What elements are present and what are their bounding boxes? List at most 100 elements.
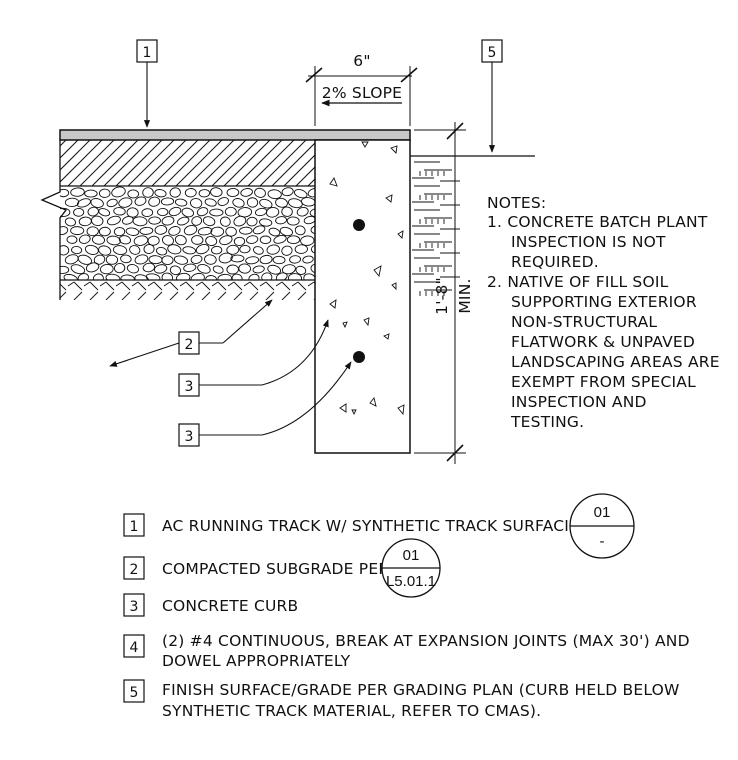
aggregate-stone [169, 187, 181, 198]
hatch-line [233, 291, 243, 300]
aggregate-stone [303, 215, 315, 225]
aggregate-stone [226, 264, 239, 275]
hatch-line [169, 281, 179, 291]
aggregate-stone [60, 245, 70, 256]
aggregate-stone [154, 225, 168, 235]
aggregate-stone [70, 226, 85, 236]
hatch-line [185, 281, 195, 291]
aggregate-stone [217, 273, 232, 280]
aggregate-stone [145, 273, 161, 280]
hatch-line [73, 291, 83, 300]
aggregate-stone [98, 226, 111, 237]
aggregate-stone [259, 198, 273, 209]
hatch-line [60, 140, 79, 159]
hatch-line [121, 291, 131, 300]
hatch-line [307, 281, 315, 287]
callout-3-lower: 3 [178, 361, 352, 447]
aggregate-stone [161, 272, 174, 280]
aggregate-stone [261, 272, 273, 280]
note-line: REQUIRED. [511, 253, 599, 271]
hatch-line [163, 281, 171, 287]
aggregate-stone [148, 196, 161, 207]
aggregate-stone [106, 198, 118, 208]
hatch-line [103, 140, 151, 186]
aggregate-stone [202, 216, 216, 227]
legend-text: COMPACTED SUBGRADE PER [162, 560, 389, 578]
aggregate-stone [310, 244, 315, 254]
aggregate-stone [71, 245, 83, 255]
hatch-line [217, 291, 227, 300]
hatch-line [175, 140, 223, 186]
hatch-line [83, 281, 91, 287]
hatch-line [201, 281, 211, 291]
aggregate-stone [143, 244, 155, 254]
aggregate-stone [86, 226, 99, 237]
hatch-line [265, 291, 275, 300]
aggregate-stone [113, 207, 126, 216]
aggregate-stone [300, 235, 315, 246]
hatch-line [115, 281, 123, 287]
note-line: 2. NATIVE OF FILL SOIL [487, 273, 669, 291]
aggregate-stone [272, 255, 286, 265]
aggregate-stone [106, 235, 121, 246]
hatch-line [249, 291, 259, 300]
aggregate-stone [279, 226, 293, 237]
aggregate-stone [239, 244, 251, 254]
hatch-line [211, 140, 259, 186]
note-line: SUPPORTING EXTERIOR [511, 293, 697, 311]
aggregate-stone [91, 215, 104, 227]
aggregate-stone [233, 215, 247, 227]
aggregate-stone [205, 236, 218, 246]
detail-ref-sheet: L5.01.1 [386, 573, 436, 590]
aggregate-stone [66, 235, 78, 244]
aggregate-stone [183, 263, 197, 272]
aggregate-stone [134, 254, 149, 265]
legend-item-2: 2 COMPACTED SUBGRADE PER [123, 556, 389, 580]
aggregate-stone [226, 244, 240, 255]
aggregate-stone [254, 207, 268, 217]
hatch-line [121, 281, 131, 291]
aggregate-stone [254, 187, 266, 198]
aggregate-stone [266, 244, 280, 255]
aggregate-stone [78, 216, 92, 227]
note-line: TESTING. [510, 413, 584, 431]
hatch-line [199, 140, 247, 186]
hatch-line [169, 291, 179, 300]
note-line: NON-STRUCTURAL [511, 313, 657, 331]
hatch-line [201, 291, 211, 300]
aggregate-stone [91, 234, 105, 245]
aggregate-stone [60, 226, 69, 236]
slope-label: 2% SLOPE [322, 84, 402, 102]
hatch-line [265, 281, 275, 291]
aggregate-stone [307, 188, 315, 198]
break-line [40, 140, 68, 300]
hatch-line [105, 291, 115, 300]
hatch-line [89, 291, 99, 300]
aggregate-stone [60, 188, 70, 198]
aggregate-stone [73, 208, 85, 217]
hatch-line [60, 291, 67, 299]
concrete-curb [314, 139, 411, 454]
note-line: LANDSCAPING AREAS ARE [511, 353, 720, 371]
aggregate-base-layer [60, 186, 315, 281]
aggregate-stone [237, 207, 253, 218]
hatch-line [297, 281, 307, 291]
aggregate-stone [106, 215, 121, 226]
hatch-line [60, 283, 67, 291]
callout-3-lower-number: 3 [185, 429, 194, 445]
aggregate-stone [105, 273, 121, 280]
hatch-line [91, 140, 139, 186]
hatch-line [259, 281, 267, 287]
hatch-line [195, 281, 203, 287]
aggregate-stone [252, 265, 265, 274]
aggregate-stone [76, 198, 91, 208]
legend-text: DOWEL APPROPRIATELY [162, 652, 351, 670]
aggregate-stone [113, 227, 126, 237]
aggregate-stone [70, 264, 86, 275]
asphalt-hatch-layer [60, 140, 315, 187]
aggregate-stone [246, 235, 259, 244]
aggregate-stone [142, 187, 154, 198]
hatch-line [99, 281, 107, 287]
detail-ref-number: 01 [594, 504, 611, 521]
